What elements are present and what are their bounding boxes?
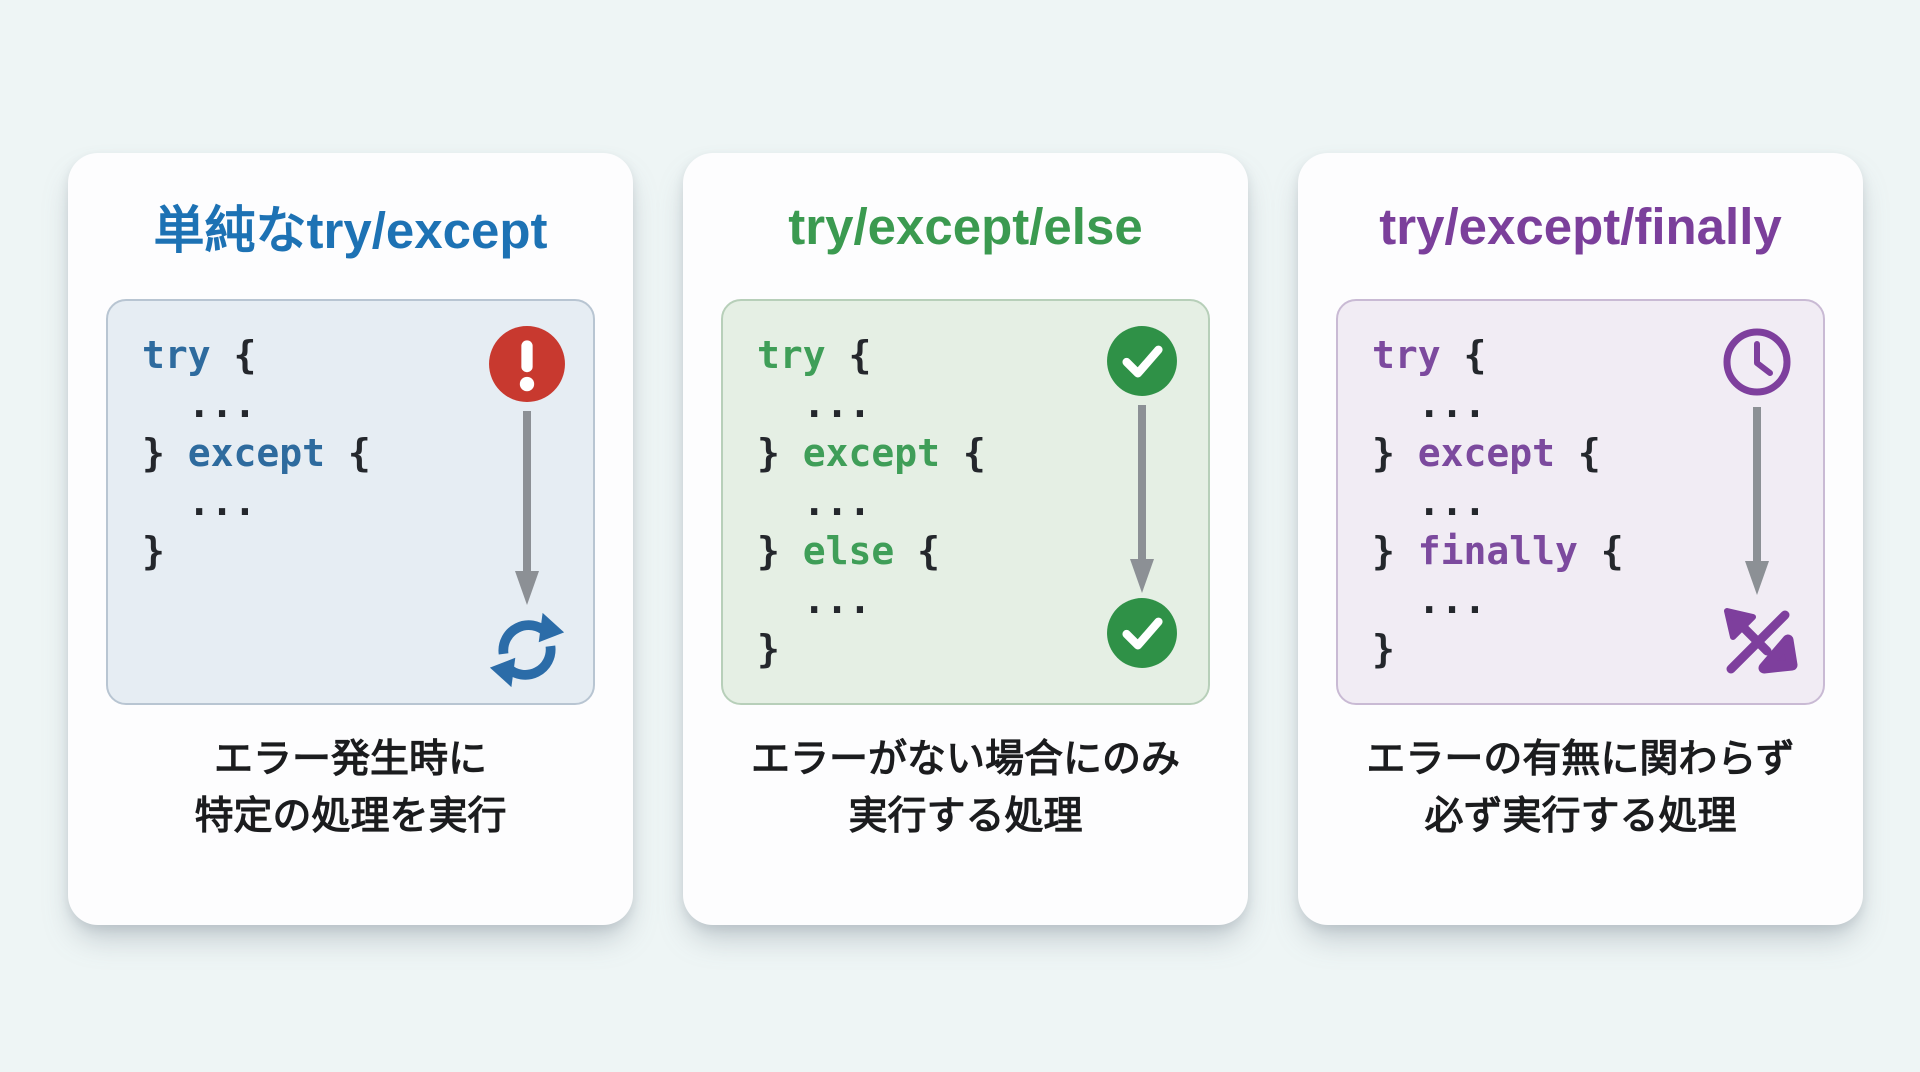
flow-column — [481, 325, 573, 691]
card-try-except-finally: try/except/finally try { ... } except { .… — [1298, 153, 1863, 925]
clock-icon — [1723, 328, 1791, 396]
error-icon — [489, 326, 565, 402]
code-line: ... — [142, 480, 257, 524]
caption-line: 特定の処理を実行 — [194, 795, 507, 838]
code-line: } except { — [1372, 431, 1601, 475]
code-line: } — [1372, 627, 1395, 671]
arrow-down-icon — [1745, 407, 1769, 595]
code-line: } except { — [142, 431, 371, 475]
code-line: } finally { — [1372, 529, 1624, 573]
code-line: ... — [757, 382, 872, 426]
code-panel: try { ... } except { ... } else { ...} — [721, 299, 1210, 705]
code-line: } — [757, 627, 780, 671]
caption-line: 実行する処理 — [848, 795, 1083, 838]
code-line: } except { — [757, 431, 986, 475]
code-line: } else { — [757, 529, 941, 573]
code-line: ... — [1372, 578, 1487, 622]
code-panel: try { ... } except { ...} — [106, 299, 595, 705]
cards-row: 単純なtry/except try { ... } except { ...} — [68, 153, 1863, 925]
code-panel: try { ... } except { ... } finally { ...} — [1336, 299, 1825, 705]
code-line: } — [142, 529, 165, 573]
code-line: try { — [757, 333, 872, 377]
code-line: ... — [757, 578, 872, 622]
caption: エラーがない場合にのみ 実行する処理 — [693, 731, 1238, 845]
caption: エラー発生時に 特定の処理を実行 — [78, 731, 623, 845]
code-block: try { ... } except { ...} — [108, 301, 593, 576]
card-try-except-else: try/except/else try { ... } except { ...}… — [683, 153, 1248, 925]
code-line: ... — [142, 382, 257, 426]
code-line: try { — [142, 333, 257, 377]
code-line: ... — [757, 480, 872, 524]
code-block: try { ... } except { ... } finally { ...} — [1338, 301, 1823, 674]
success-icon — [1107, 598, 1177, 668]
flow-column — [1711, 325, 1803, 683]
retry-icon — [489, 612, 565, 688]
arrow-down-icon — [1130, 405, 1154, 593]
code-block: try { ... } except { ... } else { ...} — [723, 301, 1208, 674]
code-line: try { — [1372, 333, 1487, 377]
flow-column — [1096, 325, 1188, 669]
success-icon — [1107, 326, 1177, 396]
code-line: ... — [1372, 480, 1487, 524]
caption-line: エラーがない場合にのみ — [750, 738, 1180, 781]
always-run-icon — [1724, 608, 1798, 674]
card-title: try/except/finally — [1379, 197, 1782, 255]
arrow-down-icon — [515, 411, 539, 605]
caption: エラーの有無に関わらず 必ず実行する処理 — [1308, 731, 1853, 845]
caption-line: エラーの有無に関わらず — [1366, 738, 1795, 781]
card-simple-try-except: 単純なtry/except try { ... } except { ...} — [68, 153, 633, 925]
card-title: 単純なtry/except — [153, 202, 548, 259]
card-title: try/except/else — [788, 197, 1143, 255]
caption-line: 必ず実行する処理 — [1424, 795, 1737, 838]
code-line: ... — [1372, 382, 1487, 426]
caption-line: エラー発生時に — [213, 738, 487, 781]
